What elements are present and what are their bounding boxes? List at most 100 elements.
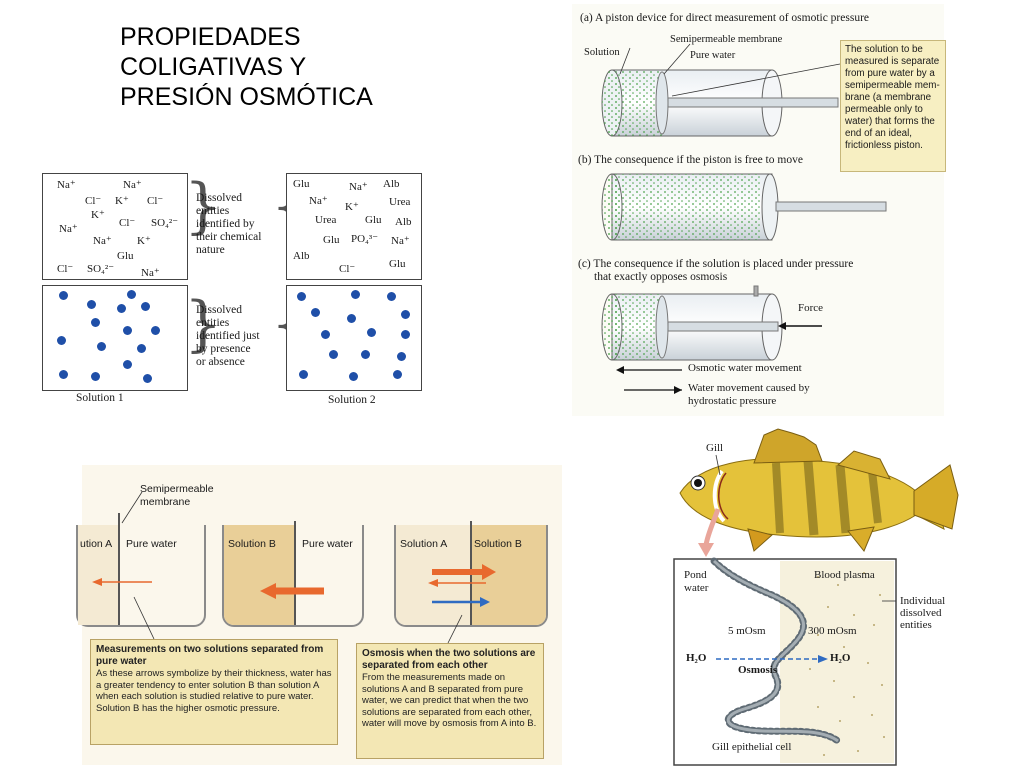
particle-dot xyxy=(117,304,126,313)
label-line: their chemical xyxy=(196,231,262,243)
beaker3-right-label: Solution B xyxy=(474,538,522,550)
piston-diagrams xyxy=(601,43,887,394)
brace: } xyxy=(184,289,223,359)
ion-label: SO₄²⁻ xyxy=(87,263,115,275)
label-pure-water: Pure water xyxy=(690,50,736,61)
label-gill: Gill xyxy=(706,442,724,454)
ion-label: Cl⁻ xyxy=(85,195,102,207)
ion-label: Cl⁻ xyxy=(57,263,74,275)
beaker3-left-label: Solution A xyxy=(400,538,448,550)
particle-dot xyxy=(401,310,410,319)
particle-dot xyxy=(361,350,370,359)
label-blood-plasma: Blood plasma xyxy=(814,569,875,581)
caption-b: (b) The consequence if the piston is fre… xyxy=(578,154,803,166)
ion-label: Cl⁻ xyxy=(119,217,136,229)
particle-dot xyxy=(367,328,376,337)
title-line-3: PRESIÓN OSMÓTICA xyxy=(120,83,373,111)
beaker-1 xyxy=(76,513,206,627)
callout-two-solutions: Osmosis when the two solutions are separ… xyxy=(356,643,544,759)
note-line: from pure water by a xyxy=(845,68,935,79)
label-pond-1: Pond xyxy=(684,569,707,581)
caption-c2: that exactly opposes osmosis xyxy=(594,271,728,283)
h2o-left: H₂O xyxy=(686,652,707,664)
particle-dot xyxy=(311,308,320,317)
solution1-caption: Solution 1 xyxy=(76,392,124,404)
particle-dot xyxy=(349,372,358,381)
solution-b-fill xyxy=(224,525,294,625)
ion-label: K⁺ xyxy=(115,195,129,207)
note-line: permeable only to xyxy=(845,104,923,115)
ion-label: SO₄²⁻ xyxy=(151,217,179,229)
label-individual-3: entities xyxy=(900,619,932,631)
callout-pure-water: Measurements on two solutions separated … xyxy=(90,639,338,745)
label-line: entities xyxy=(196,317,230,329)
label-line: by presence xyxy=(196,343,251,355)
particle-dot xyxy=(401,330,410,339)
particle-dot xyxy=(387,292,396,301)
callout1-text: As these arrows symbolize by their thick… xyxy=(96,668,332,714)
ion-label: Urea xyxy=(315,214,337,226)
particle-dot xyxy=(123,360,132,369)
caption-a: (a) A piston device for direct measureme… xyxy=(580,12,870,24)
label-chemical-nature: Dissolved entities identified by their c… xyxy=(196,192,261,257)
note-line: end of an ideal, xyxy=(845,128,912,139)
note-line: The solution to be xyxy=(845,44,923,55)
particle-dot xyxy=(137,344,146,353)
particle-dot xyxy=(151,326,160,335)
label-line: Dissolved xyxy=(196,304,242,316)
label-line: identified by xyxy=(196,218,255,230)
label-line: identified just xyxy=(196,330,260,342)
callout1-title: Measurements on two solutions separated … xyxy=(96,644,324,667)
particle-dot xyxy=(91,318,100,327)
ion-label: Na⁺ xyxy=(349,181,368,193)
conc-plasma: 300 mOsm xyxy=(808,625,857,637)
ion-label: Cl⁻ xyxy=(147,195,164,207)
beaker1-right-label: Pure water xyxy=(126,538,177,550)
beaker-figure: Semipermeable membrane ution A Pure wate… xyxy=(76,465,562,765)
ion-label: K⁺ xyxy=(91,209,105,221)
particle-dot xyxy=(397,352,406,361)
label-membrane: Semipermeable membrane xyxy=(670,34,783,45)
ion-label: Urea xyxy=(389,196,411,208)
ion-label: Alb xyxy=(293,250,310,262)
ion-label: Alb xyxy=(395,216,412,228)
ion-label: K⁺ xyxy=(137,235,151,247)
callout2-text: From the measurements made on solutions … xyxy=(362,672,537,729)
piston-figure: (a) A piston device for direct measureme… xyxy=(572,4,946,416)
ion-label: Glu xyxy=(389,258,406,270)
particle-dot xyxy=(91,372,100,381)
note-line: water) that forms the xyxy=(845,116,935,127)
ion-label: Na⁺ xyxy=(123,179,142,191)
ion-label: K⁺ xyxy=(345,201,359,213)
ion-label: Na⁺ xyxy=(59,223,78,235)
particle-dot xyxy=(57,336,66,345)
label-line: entities xyxy=(196,205,230,217)
note-line: measured is separate xyxy=(845,56,940,67)
solution-a-fill xyxy=(78,525,118,625)
beaker1-left-label: ution A xyxy=(80,538,113,550)
ion-label: Na⁺ xyxy=(57,179,76,191)
conc-pond: 5 mOsm xyxy=(728,625,766,637)
particle-dot xyxy=(329,350,338,359)
particle-dot xyxy=(123,326,132,335)
title-line-2: COLIGATIVAS Y xyxy=(120,53,307,81)
ion-label: Cl⁻ xyxy=(339,263,356,275)
particle-dot xyxy=(393,370,402,379)
water-flow-arrows xyxy=(92,491,496,644)
legend-osmotic: Osmotic water movement xyxy=(688,362,802,374)
particle-dot xyxy=(347,314,356,323)
ion-label: Na⁺ xyxy=(93,235,112,247)
ion-label: Glu xyxy=(365,214,382,226)
label-presence-absence: Dissolved entities identified just by pr… xyxy=(196,304,260,369)
fish-figure: Gill Pond water Blood plasma Individual … xyxy=(668,425,968,768)
explanation-note: The solution to be measured is separate … xyxy=(840,40,946,172)
particle-dot xyxy=(321,330,330,339)
h2o-right: H₂O xyxy=(830,652,851,664)
particle-dot xyxy=(59,291,68,300)
label-force: Force xyxy=(798,302,824,314)
particle-dot xyxy=(97,342,106,351)
piston-b xyxy=(601,173,887,241)
ion-label: Na⁺ xyxy=(141,267,160,279)
solution2-caption: Solution 2 xyxy=(328,394,376,406)
beaker2-right-label: Pure water xyxy=(302,538,353,550)
